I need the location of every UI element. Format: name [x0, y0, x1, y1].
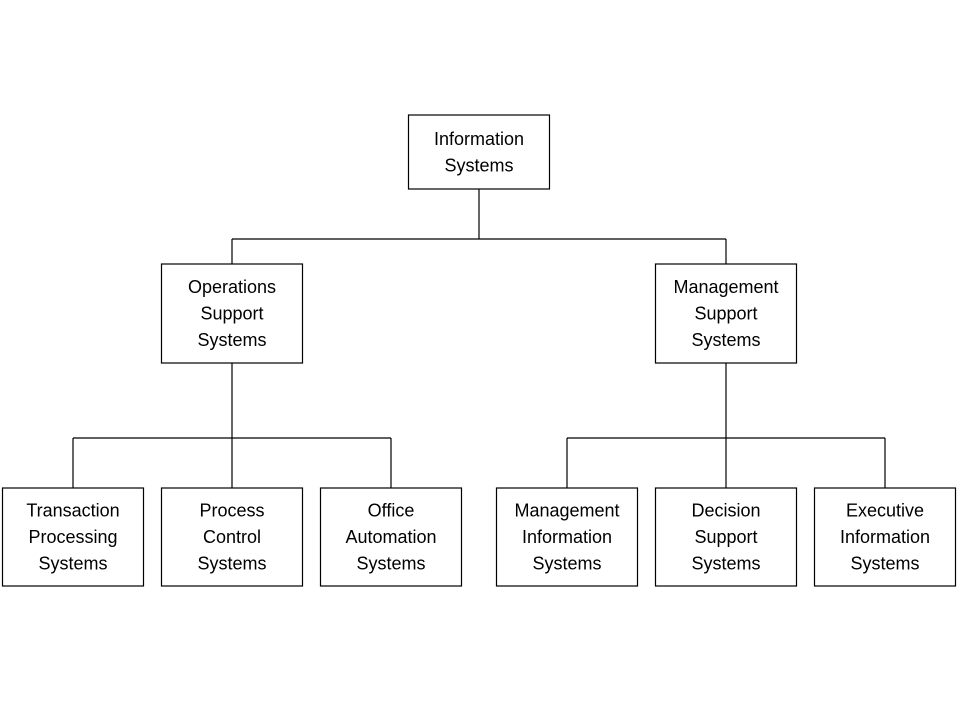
node-label-line: Systems: [691, 330, 760, 350]
node-label-line: Information: [522, 527, 612, 547]
node-label-line: Management: [673, 277, 778, 297]
node-label-line: Management: [514, 501, 619, 521]
node-box: [407, 114, 551, 190]
node-label-line: Transaction: [26, 501, 119, 521]
node-label-line: Support: [694, 304, 757, 324]
node-label-line: Decision: [691, 501, 760, 521]
node-label-line: Executive: [846, 501, 924, 521]
node-label-line: Systems: [691, 554, 760, 574]
node-box: [654, 263, 798, 364]
node-box: [160, 487, 304, 587]
node-box: [813, 487, 957, 587]
node-label-line: Support: [694, 527, 757, 547]
node-label-line: Support: [200, 304, 263, 324]
node-label-line: Processing: [28, 527, 117, 547]
node-label-line: Information: [840, 527, 930, 547]
node-label-line: Systems: [850, 554, 919, 574]
node-label-line: Systems: [356, 554, 425, 574]
node-label-line: Systems: [532, 554, 601, 574]
node-label-line: Systems: [38, 554, 107, 574]
node-label-line: Operations: [188, 277, 276, 297]
node-box: [495, 487, 639, 587]
node-label-line: Process: [199, 501, 264, 521]
connector-layer: [72, 189, 886, 488]
node-layer: InformationSystemsOperationsSupportSyste…: [1, 114, 957, 587]
node-box: [160, 263, 304, 364]
node-label-line: Information: [434, 129, 524, 149]
node-label-line: Systems: [197, 554, 266, 574]
node-label-line: Systems: [444, 155, 513, 175]
node-label-line: Office: [368, 501, 415, 521]
node-label-line: Automation: [345, 527, 436, 547]
node-label-line: Systems: [197, 330, 266, 350]
node-label-line: Control: [203, 527, 261, 547]
node-box: [1, 487, 145, 587]
node-box: [319, 487, 463, 587]
node-box: [654, 487, 798, 587]
